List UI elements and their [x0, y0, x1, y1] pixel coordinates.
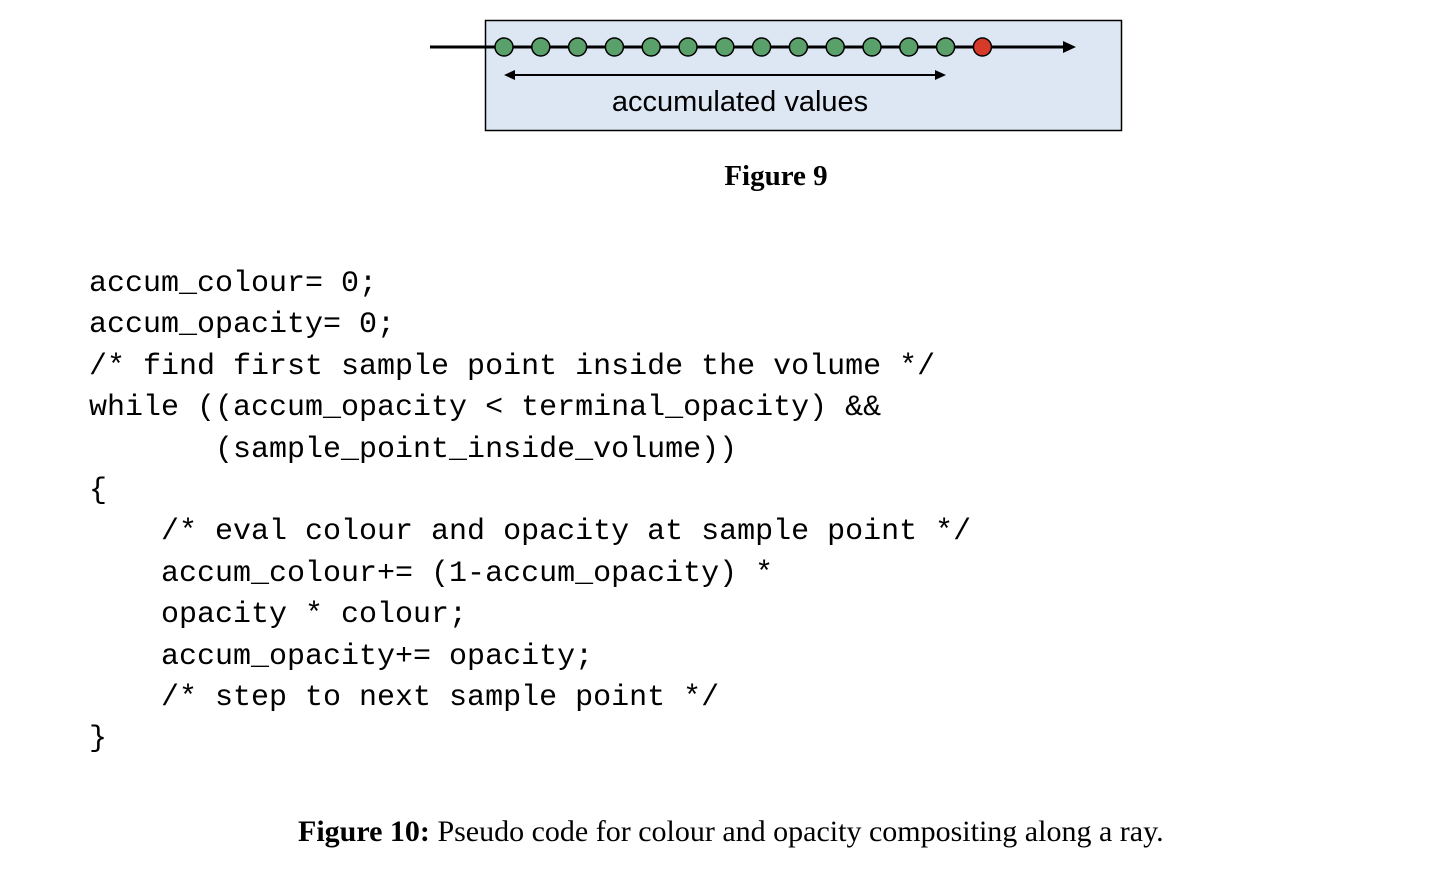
accumulated-values-label: accumulated values — [612, 86, 868, 118]
sample-point — [567, 37, 588, 57]
figure10-caption: Figure 10: Pseudo code for colour and op… — [298, 815, 1164, 849]
code-line: accum_opacity+= opacity; — [89, 639, 594, 674]
figure10-caption-label: Figure 10: — [298, 815, 430, 848]
sample-point — [788, 37, 809, 57]
accumulated-span-right-arrowhead — [935, 70, 946, 80]
sample-point — [678, 37, 698, 57]
sample-point — [604, 37, 625, 57]
code-line: /* eval colour and opacity at sample poi… — [89, 515, 972, 550]
code-line: { — [89, 473, 108, 508]
accumulated-span-left-arrowhead — [504, 70, 515, 80]
code-line: accum_colour= 0; — [89, 267, 378, 301]
figure9-diagram: accumulated values — [430, 19, 1123, 132]
sample-point — [935, 37, 956, 57]
figure10-caption-text: Pseudo code for colour and opacity compo… — [429, 815, 1164, 848]
sample-point — [494, 37, 514, 57]
sample-point — [641, 37, 661, 57]
sample-points — [494, 37, 993, 57]
figure9-caption: Figure 9 — [724, 160, 828, 192]
code-line: while ((accum_opacity < terminal_opacity… — [89, 391, 882, 426]
pseudo-code-block: accum_colour= 0; accum_opacity= 0; /* find… — [89, 264, 971, 761]
sample-point — [531, 37, 551, 57]
code-line: /* find first sample point inside the vo… — [89, 349, 936, 384]
sample-point — [899, 37, 919, 57]
code-line: opacity * colour; — [89, 598, 468, 633]
code-line: /* step to next sample point */ — [89, 680, 720, 715]
sample-point — [715, 37, 735, 57]
ray-arrowhead — [1063, 41, 1076, 53]
sample-point — [862, 37, 882, 57]
sample-point — [751, 37, 772, 57]
sample-point — [825, 37, 845, 57]
code-line: (sample_point_inside_volume)) — [89, 432, 738, 467]
code-line: } — [89, 722, 108, 757]
code-line: accum_opacity= 0; — [89, 308, 396, 343]
terminal-sample-point — [972, 37, 993, 57]
code-line: accum_colour+= (1-accum_opacity) * — [89, 556, 774, 591]
